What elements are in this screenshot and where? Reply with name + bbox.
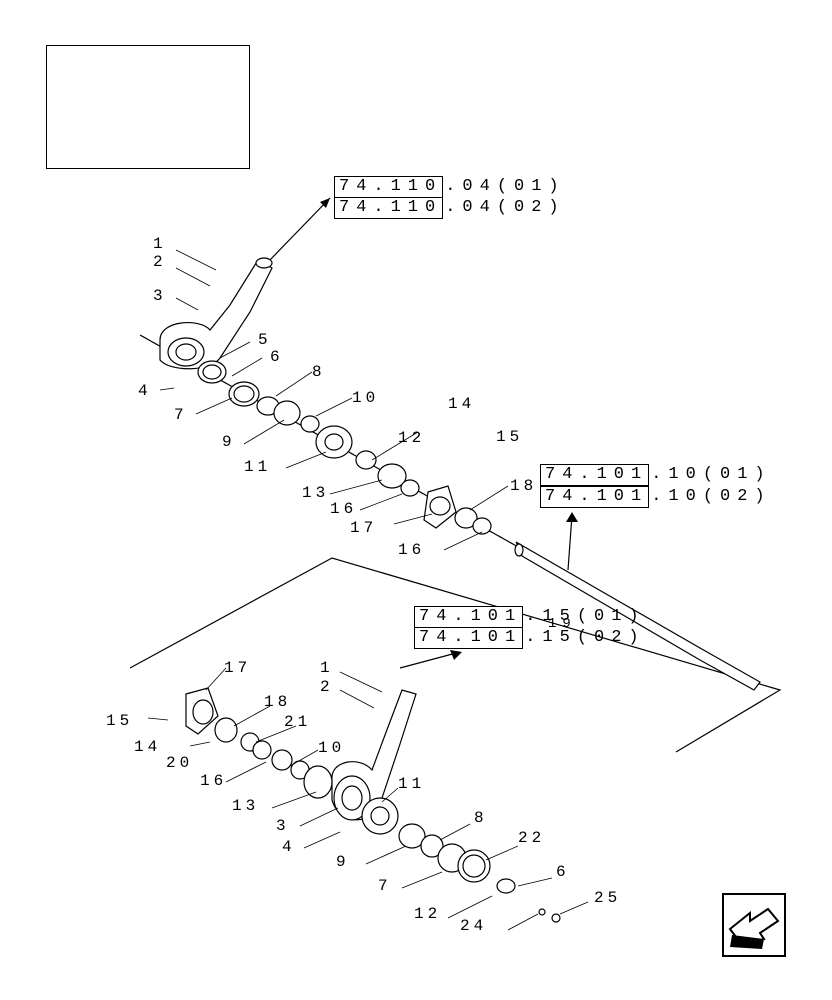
callout-5: 5 [258, 331, 272, 349]
callout-6-lower: 6 [556, 863, 570, 881]
ref-suffix: .10(02) [651, 487, 772, 506]
callout-10: 10 [352, 389, 379, 407]
cap-12-lower [496, 878, 516, 894]
ref-74-101-15-02[interactable]: 74.101.15(02) [414, 627, 646, 649]
ring-10-lower [271, 749, 293, 771]
callout-1: 1 [153, 235, 167, 253]
callout-3-lower: 3 [276, 817, 290, 835]
callout-10-lower: 10 [318, 739, 345, 757]
ref-74-110-04-01[interactable]: 74.110.04(01) [334, 176, 566, 198]
blank-panel [46, 45, 250, 169]
bearing-18 [454, 507, 478, 529]
ref-code[interactable]: 74.101 [540, 486, 650, 508]
callout-18-lower: 18 [264, 693, 291, 711]
callout-16-lower: 16 [200, 772, 227, 790]
callout-11-lower: 11 [398, 775, 425, 793]
callout-18: 18 [510, 477, 537, 495]
callout-16b: 16 [398, 541, 425, 559]
ref-74-101-10-01[interactable]: 74.101.10(01) [540, 464, 772, 486]
callout-1-lower: 1 [320, 659, 334, 677]
callout-7-lower: 7 [378, 877, 392, 895]
ref-code[interactable]: 74.110 [334, 197, 444, 219]
callout-2-lower: 2 [320, 678, 334, 696]
callout-22: 22 [518, 829, 545, 847]
callout-17-lower: 17 [224, 659, 251, 677]
plate-9-lower [398, 823, 426, 849]
callout-6: 6 [270, 348, 284, 366]
callout-4: 4 [138, 382, 152, 400]
callout-11: 11 [244, 458, 271, 476]
ref-74-110-04-02[interactable]: 74.110.04(02) [334, 197, 566, 219]
ring-8-lower [420, 834, 444, 858]
callout-14: 14 [448, 395, 475, 413]
arrowhead-lower [450, 650, 462, 660]
callout-13: 13 [302, 484, 329, 502]
washer-25 [551, 913, 561, 923]
ring-16-lower [252, 740, 272, 760]
plate-9 [273, 400, 301, 426]
callout-19: 19 [548, 616, 577, 632]
callout-24: 24 [460, 917, 487, 935]
ref-suffix: .04(02) [445, 198, 566, 217]
ring-13 [377, 463, 407, 489]
callout-9-lower: 9 [336, 853, 350, 871]
callout-8-lower: 8 [474, 809, 488, 827]
nut-24 [538, 908, 546, 916]
ring-16a [400, 479, 420, 497]
ref-suffix: .10(01) [651, 465, 772, 484]
ref-74-101-15-01[interactable]: 74.101.15(01) [414, 606, 646, 628]
ring-10 [300, 415, 320, 433]
ref-suffix: .04(01) [445, 177, 566, 196]
ref-74-101-10-02[interactable]: 74.101.10(02) [540, 486, 772, 508]
callout-21: 21 [284, 713, 311, 731]
arrowhead-mid [566, 512, 578, 522]
ref-suffix: .15(02) [525, 628, 646, 647]
bearing-18-lower [214, 717, 238, 743]
callout-25: 25 [594, 889, 621, 907]
callout-7: 7 [174, 406, 188, 424]
callout-8: 8 [312, 363, 326, 381]
ref-suffix: .15(01) [525, 607, 646, 626]
shaft [514, 541, 761, 691]
callout-17: 17 [350, 519, 377, 537]
ref-code[interactable]: 74.101 [414, 627, 524, 649]
lower-group-outline [129, 557, 782, 753]
ring-13-lower [303, 765, 333, 799]
callout-3: 3 [153, 287, 167, 305]
callout-4-lower: 4 [282, 838, 296, 856]
callout-13-lower: 13 [232, 797, 259, 815]
callout-14-lower: 14 [134, 738, 161, 756]
ref-arrow-line-mid [567, 514, 573, 571]
ref-code[interactable]: 74.110 [334, 176, 444, 198]
callout-20: 20 [166, 754, 193, 772]
ref-code[interactable]: 74.101 [540, 464, 650, 486]
upper-arm [159, 257, 273, 370]
callout-12-lower: 12 [414, 905, 441, 923]
arrowhead-upper [320, 198, 330, 208]
arrow-left-icon-graphic [728, 907, 780, 949]
ref-arrow-line-upper [267, 197, 331, 263]
callout-16a: 16 [330, 500, 357, 518]
callout-15-lower: 15 [106, 712, 133, 730]
arrow-left-icon[interactable] [722, 893, 786, 957]
lower-arm [331, 689, 417, 821]
callout-12: 12 [398, 429, 425, 447]
callout-15: 15 [496, 428, 523, 446]
ref-arrow-line-lower [399, 651, 461, 669]
spacer-12 [355, 450, 377, 470]
ring-16b [472, 517, 492, 535]
callout-9: 9 [222, 433, 236, 451]
ref-code[interactable]: 74.101 [414, 606, 524, 628]
callout-2: 2 [153, 253, 167, 271]
